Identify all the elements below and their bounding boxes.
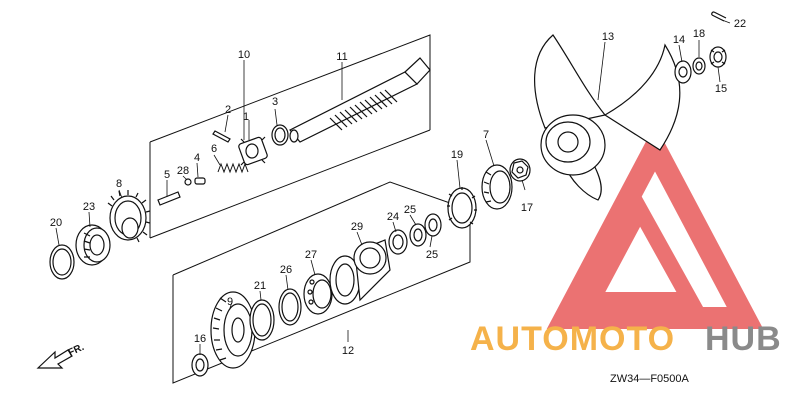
- washer-16: [191, 353, 209, 377]
- cotter-pin-22: [711, 11, 727, 22]
- tapered-bearing: [75, 224, 111, 266]
- oil-seal-b: [424, 213, 442, 237]
- callout-15: 15: [715, 83, 727, 95]
- pinion-gear: [107, 190, 151, 243]
- watermark-text-part2: HUB: [705, 320, 782, 358]
- propeller: [533, 34, 681, 201]
- callout-8: 8: [116, 178, 122, 190]
- callout-19: 19: [451, 149, 463, 161]
- callout-2: 2: [225, 104, 231, 116]
- oil-seal-a: [409, 223, 427, 247]
- ring-nut: [481, 164, 513, 210]
- callout-10: 10: [238, 49, 250, 61]
- callout-24: 24: [387, 211, 399, 223]
- callout-17: 17: [521, 202, 533, 214]
- small-pin-part: [184, 177, 206, 186]
- callout-3: 3: [272, 96, 278, 108]
- ring-26: [278, 288, 302, 326]
- watermark-logo: [546, 124, 764, 329]
- shim-21: [249, 299, 275, 341]
- lock-ring-19: [447, 187, 477, 229]
- castle-nut-15: [709, 46, 727, 68]
- callout-5: 5: [164, 169, 170, 181]
- rod-part: [157, 191, 181, 206]
- callout-28: 28: [177, 165, 189, 177]
- callout-22: 22: [734, 18, 746, 30]
- callout-16: 16: [194, 333, 206, 345]
- front-direction-arrow: [36, 349, 73, 369]
- ring-part: [271, 124, 289, 146]
- callout-26: 26: [280, 264, 292, 276]
- needle-bearing: [388, 229, 408, 255]
- callout-27: 27: [305, 249, 317, 261]
- callout-6: 6: [211, 143, 217, 155]
- callout-20: 20: [50, 217, 62, 229]
- watermark-text-part1: AUTOMOTO: [470, 320, 675, 358]
- bevel-gear: [210, 291, 256, 369]
- leader-lines: [55, 19, 731, 355]
- watermark-text: AUTOMOTO HUB: [470, 320, 782, 358]
- callout-14: 14: [673, 34, 685, 46]
- group-outline-10: [149, 34, 431, 239]
- callout-13: 13: [602, 31, 614, 43]
- pin-part: [212, 130, 231, 143]
- callout-11: 11: [336, 51, 347, 63]
- spring-part: [217, 162, 249, 174]
- callout-23: 23: [83, 201, 95, 213]
- washer-18: [692, 57, 706, 75]
- clutch-part: [238, 136, 268, 166]
- shim-washer-20: [49, 244, 75, 280]
- bearing-holder: [329, 239, 391, 305]
- diagram-code: ZW34—F0500A: [610, 373, 690, 385]
- callout-12: 12: [342, 345, 354, 357]
- callout-18: 18: [693, 28, 705, 40]
- ball-bearing: [303, 273, 333, 315]
- callout-4: 4: [194, 152, 200, 164]
- drain-plug: [509, 158, 531, 182]
- group-outline-12: [172, 181, 471, 384]
- callout-25b: 25: [426, 249, 438, 261]
- callout-29: 29: [351, 221, 363, 233]
- direction-label: FR.: [67, 342, 86, 359]
- callout-21: 21: [254, 280, 266, 292]
- callout-25a: 25: [404, 204, 416, 216]
- callout-labels: 1 2 3 4 5 6 7 8 9 10 11 12 13 14 15 16 1…: [50, 18, 746, 357]
- propeller-shaft: [289, 57, 431, 143]
- callout-9: 9: [227, 296, 233, 308]
- callout-1: 1: [243, 111, 249, 123]
- callout-7: 7: [483, 129, 489, 141]
- thrust-washer-14: [674, 60, 692, 84]
